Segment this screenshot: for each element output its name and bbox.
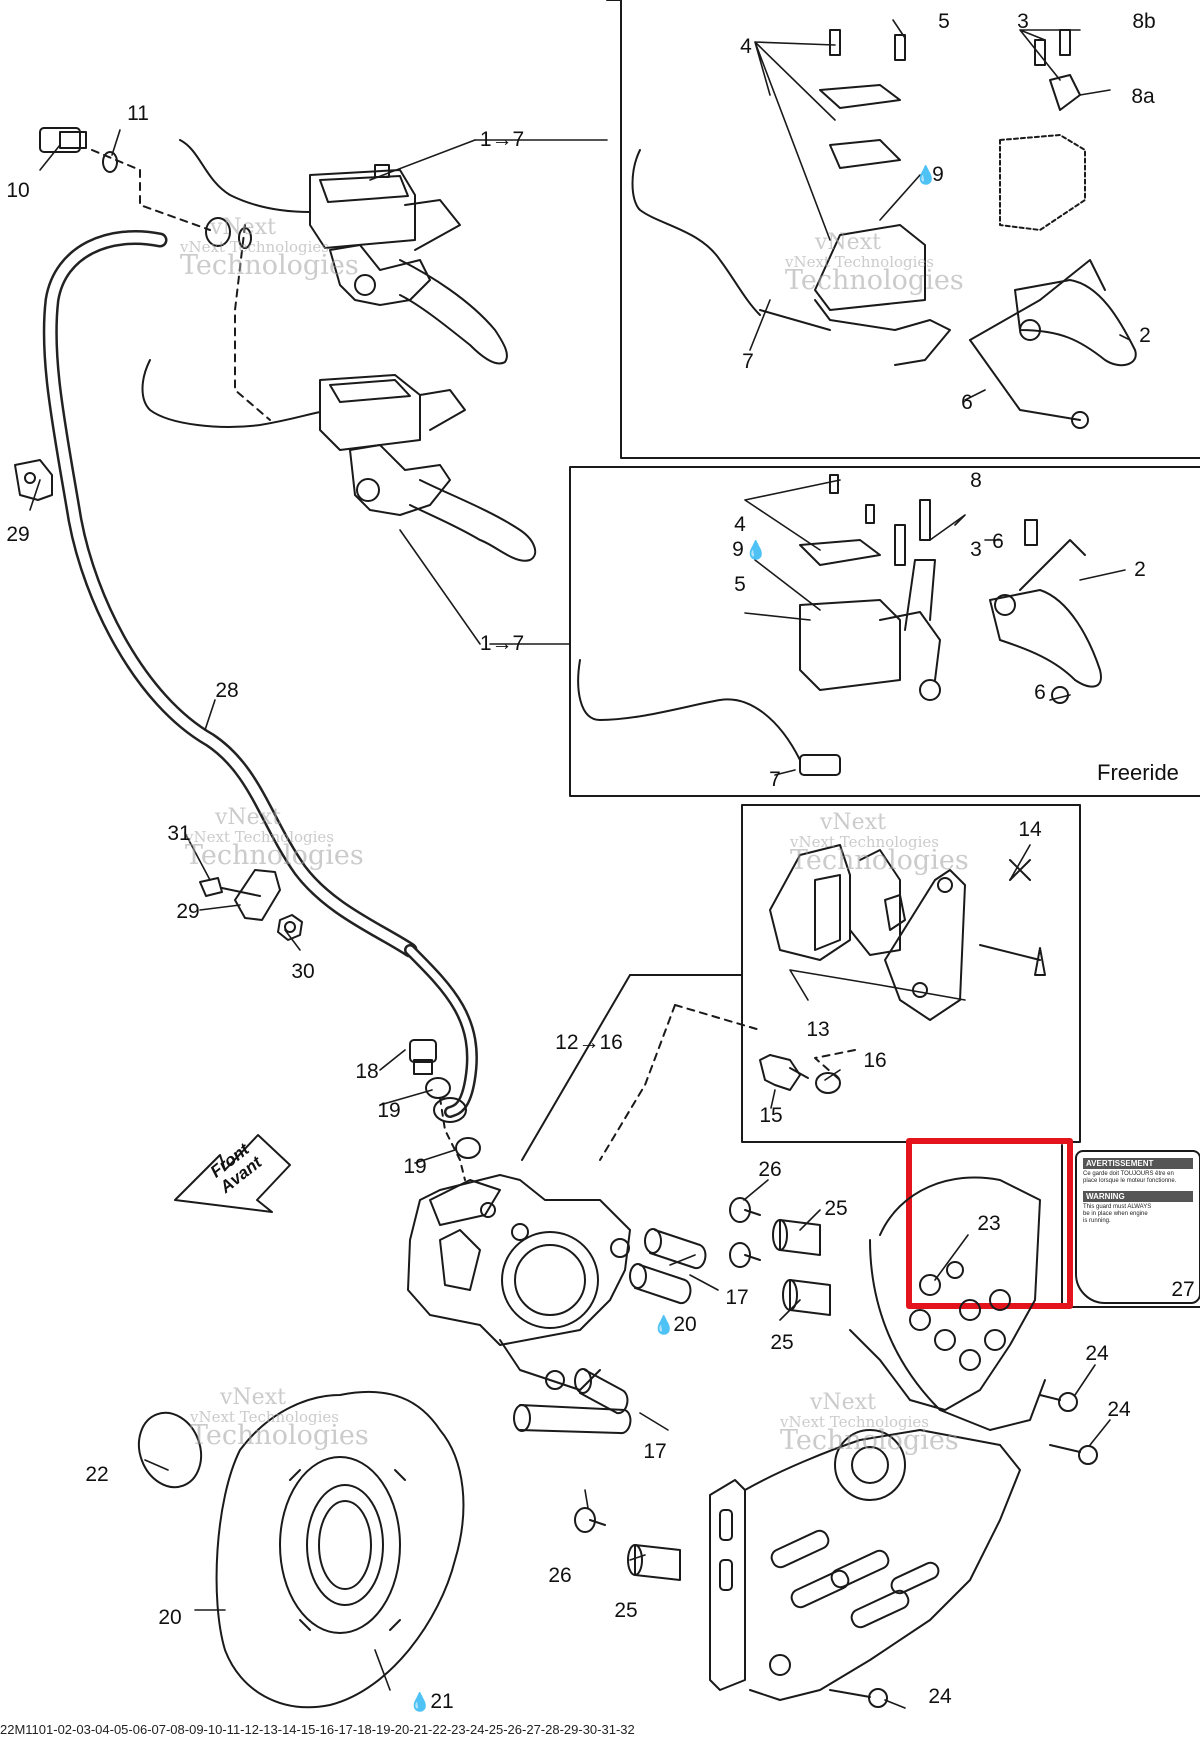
callout-19-b: 19 <box>403 1155 427 1178</box>
callout-1-7-a: 1→7 <box>479 128 525 151</box>
panel-freeride <box>569 466 1200 797</box>
callout-1-7-b: 1→7 <box>479 632 525 655</box>
callout-4-a: 4 <box>740 35 752 58</box>
decal-text-fr: Ce garde doit TOUJOURS être en place lor… <box>1083 1171 1177 1184</box>
callout-18: 18 <box>355 1060 379 1083</box>
callout-5-b: 5 <box>734 573 746 596</box>
callout-5-a: 5 <box>938 10 950 33</box>
callout-2-b: 2 <box>1134 558 1146 581</box>
callout-20-b: 20 <box>158 1606 182 1629</box>
callout-8: 8 <box>970 469 982 492</box>
callout-2-a: 2 <box>1139 324 1151 347</box>
oil-drop-icon: 💧 <box>744 540 768 560</box>
oil-drop-icon: 💧 <box>652 1315 676 1335</box>
callout-6-c: 6 <box>1034 681 1046 704</box>
leader-lines <box>29 19 1161 1709</box>
screws-24 <box>829 1392 1098 1708</box>
disc-guard <box>849 1176 1046 1431</box>
callout-31: 31 <box>167 822 191 845</box>
callout-7-b: 7 <box>769 768 781 791</box>
callout-15: 15 <box>759 1104 783 1127</box>
callout-16: 16 <box>863 1049 887 1072</box>
callout-17-b: 17 <box>643 1440 667 1463</box>
master-cylinder-top <box>179 139 508 421</box>
callout-13: 13 <box>806 1018 830 1041</box>
caliper-pins <box>513 1228 707 1435</box>
callout-9-a: 9 <box>932 163 944 186</box>
guard-bracket <box>709 1429 1021 1701</box>
callout-17-a: 17 <box>725 1286 749 1309</box>
decal-warning-fr: AVERTISSEMENT <box>1083 1158 1193 1169</box>
highlight-box-23 <box>906 1138 1073 1309</box>
bleeder-screw <box>759 1054 841 1094</box>
callout-23: 23 <box>977 1212 1001 1235</box>
callout-29-a: 29 <box>6 523 30 546</box>
banjo-18-19 <box>409 1039 481 1181</box>
callout-4-b: 4 <box>734 513 746 536</box>
master-cylinder-lower <box>141 359 537 562</box>
callout-8a: 8a <box>1131 85 1155 108</box>
callout-6-b: 6 <box>992 530 1004 553</box>
top-right-master-cylinder <box>631 29 1137 429</box>
callout-9-b: 9 <box>732 538 744 561</box>
callout-25-a: 25 <box>824 1197 848 1220</box>
o-ring <box>137 1411 203 1489</box>
callout-3-b: 3 <box>970 538 982 561</box>
banjo-bolt <box>39 127 81 153</box>
decal-warning-en: WARNING <box>1083 1191 1193 1202</box>
decal-text-en: This guard must ALWAYS be in place when … <box>1083 1204 1152 1224</box>
callout-22: 22 <box>85 1463 109 1486</box>
callout-12-16: 12→16 <box>555 1031 623 1054</box>
brake-hose <box>42 230 418 958</box>
brake-disc <box>215 1390 465 1709</box>
callout-24-a: 24 <box>1085 1342 1109 1365</box>
callout-29-b: 29 <box>176 900 200 923</box>
callout-19-a: 19 <box>377 1099 401 1122</box>
callout-14: 14 <box>1018 818 1042 841</box>
callout-7-a: 7 <box>742 350 754 373</box>
panel-caption: Freeride <box>1097 760 1179 785</box>
callout-26-b: 26 <box>548 1564 572 1587</box>
freeride-master-cylinder <box>577 474 1102 776</box>
callout-25-c: 25 <box>614 1599 638 1622</box>
callout-3-a: 3 <box>1017 10 1029 33</box>
callout-20-a: 20 <box>673 1313 697 1336</box>
panel-top-right <box>606 0 1200 459</box>
callout-27: 27 <box>1171 1278 1195 1301</box>
caliper <box>407 1174 631 1391</box>
callout-21: 21 <box>430 1690 454 1713</box>
callout-25-b: 25 <box>770 1331 794 1354</box>
callout-8b: 8b <box>1132 10 1156 33</box>
callout-24-b: 24 <box>1107 1398 1131 1421</box>
callout-26-a: 26 <box>758 1158 782 1181</box>
front-arrow <box>174 1134 291 1213</box>
diagram-code: 22M1101-02-03-04-05-06-07-08-09-10-11-12… <box>0 1722 635 1737</box>
clamp-assembly <box>199 869 303 941</box>
oil-drop-icon: 💧 <box>914 165 938 185</box>
clamp-29 <box>14 459 53 501</box>
oil-drop-icon: 💧 <box>408 1692 432 1712</box>
washer-11 <box>102 151 118 173</box>
callout-6-a: 6 <box>961 391 973 414</box>
callout-30: 30 <box>291 960 315 983</box>
callout-10: 10 <box>6 179 30 202</box>
brake-pads <box>769 844 1046 1021</box>
brake-hose-lower <box>404 944 478 1118</box>
callout-28: 28 <box>215 679 239 702</box>
callout-11: 11 <box>127 102 149 125</box>
callout-24-c: 24 <box>928 1685 952 1708</box>
